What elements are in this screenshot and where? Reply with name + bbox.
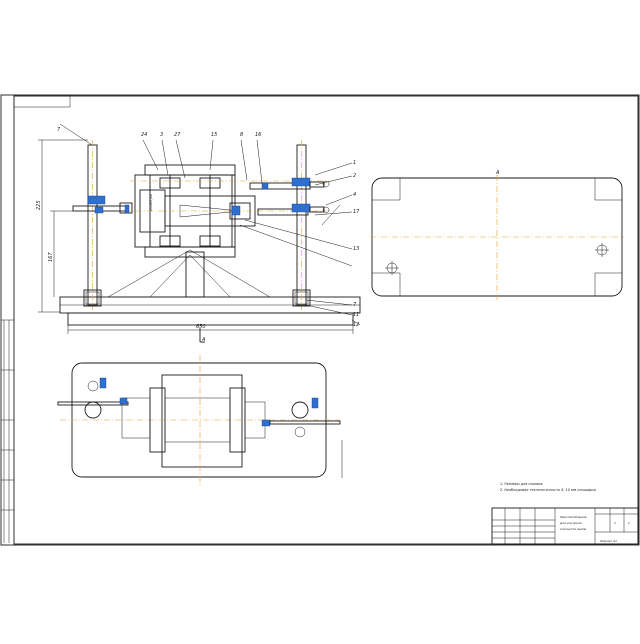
left-post-top — [84, 401, 102, 419]
callout-9: 2 — [353, 173, 356, 179]
right-clamp-upper — [291, 177, 311, 187]
callout-labels: 7 24 3 27 15 8 16 1 2 4 17 13 7 11 12 — [57, 127, 360, 328]
title-block: Приспособление для контроля соосности ва… — [491, 507, 639, 545]
dim-height-total: 225 — [36, 200, 42, 210]
callout-3: 3 — [160, 132, 163, 138]
note-1: 1. Размеры для справок — [500, 482, 544, 486]
dim-axis-height: 167 — [48, 252, 54, 262]
dimension-lines — [38, 139, 354, 343]
callout-10: 4 — [353, 192, 356, 198]
svg-text:Ø55H7/k6: Ø55H7/k6 — [148, 194, 153, 212]
callout-6: 8 — [240, 132, 243, 138]
title-line-3: соосности валов — [560, 527, 586, 531]
technical-notes: 1. Размеры для справок 2. Необходимая те… — [500, 482, 596, 492]
title-line-1: Приспособление — [560, 515, 587, 519]
sheet-number: 1 — [614, 521, 616, 525]
callout-11: 17 — [353, 209, 360, 215]
callout-leaders — [59, 123, 361, 326]
sheet-count: 1 — [628, 521, 630, 525]
right-post-top — [291, 401, 309, 419]
top-view-plate — [71, 362, 327, 478]
callout-8: 1 — [353, 160, 356, 166]
base-foot — [67, 312, 354, 326]
view-a: A — [370, 170, 624, 300]
left-strip — [1, 319, 14, 543]
section-mark: A — [201, 337, 206, 343]
callout-5: 15 — [211, 132, 217, 138]
callout-1: 7 — [57, 127, 61, 133]
callout-15: 12 — [353, 322, 359, 328]
corner-stamp — [13, 95, 71, 108]
title-line-2: для контроля — [559, 521, 582, 525]
callout-2: 24 — [141, 132, 147, 138]
top-view — [57, 355, 343, 485]
callout-14: 11 — [353, 312, 359, 318]
top-view-housing — [161, 374, 243, 468]
right-clamp-lower — [291, 203, 311, 213]
left-clamp — [87, 195, 106, 205]
sheet-format: Формат A1 — [600, 539, 617, 543]
callout-13: 7 — [353, 302, 357, 308]
support-column — [185, 251, 205, 298]
front-view: Ø55H7/k6 — [59, 140, 361, 326]
view-a-label: A — [495, 170, 500, 176]
callout-12: 13 — [353, 246, 359, 252]
note-2: 2. Необходимая технологичность 8, 10 мм … — [500, 488, 596, 492]
dim-base-length: 650 — [196, 324, 206, 330]
callout-4: 27 — [174, 132, 181, 138]
callout-7: 16 — [255, 132, 261, 138]
